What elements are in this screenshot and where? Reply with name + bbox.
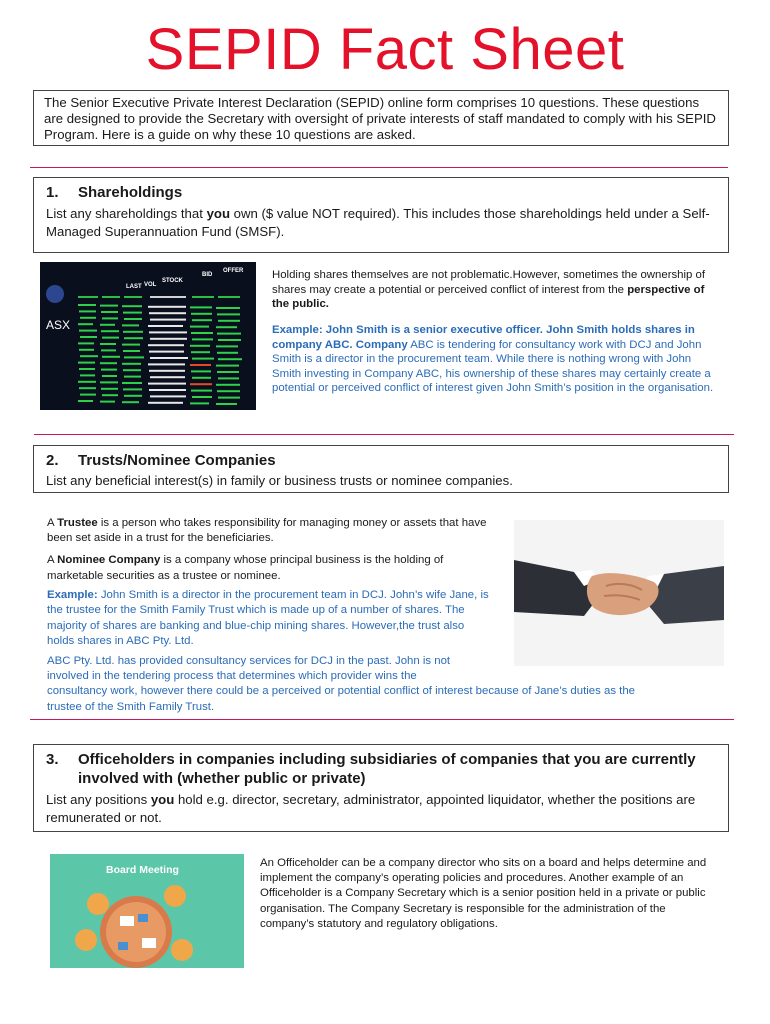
handshake-icon [514,560,724,624]
trustee-definition: A Trustee is a person who takes responsi… [47,516,497,545]
section-title: Officeholders in companies including sub… [78,751,696,787]
trusts-example: Example: John Smith is a director in the… [47,588,492,650]
stock-grid-graphic [46,285,242,405]
explanation-emphasis: perspective of the public. [272,283,705,311]
trusts-followup-c: trustee of the Smith Family Trust. [47,701,215,713]
divider [30,167,728,168]
trusts-followup-a: ABC Pty. Ltd. has provided consultancy s… [47,655,451,683]
board-meeting-image: Board Meeting [50,854,244,968]
section-number: 2. [46,452,59,469]
definition-text: is a person who takes responsibility for… [47,517,487,544]
stock-header-last: LAST [126,284,142,290]
officeholder-explanation: An Officeholder can be a company directo… [260,857,707,930]
description-text: hold e.g. director, secretary, administr… [46,792,696,825]
page-title: SEPID Fact Sheet [145,17,625,82]
board-meeting-label: Board Meeting [106,864,179,876]
section-shareholdings: 1. Shareholdings List any shareholdings … [33,177,729,253]
description-text: List any positions [46,792,151,807]
description-text: List any shareholdings that [46,206,207,221]
divider [34,434,734,435]
definition-text: A [47,517,58,529]
section-description: List any beneficial interest(s) in famil… [46,473,513,488]
explanation-text: Holding shares themselves are not proble… [272,269,706,296]
nominee-definition: A Nominee Company is a company whose pri… [47,552,497,584]
description-text: own ($ value NOT required). This include… [46,206,710,239]
description-emphasis: you [206,206,231,221]
asx-label: ASX [46,318,71,332]
definition-text: A [47,554,58,566]
example-lead: Example: [47,589,98,601]
example-text: ABC is tendering for consultancy work wi… [272,338,714,395]
stock-header-bid: BID [202,272,213,278]
definition-term: Nominee Company [57,554,161,566]
stock-header-stock: STOCK [162,278,183,284]
divider [30,719,734,720]
definition-text: is a company whose principal business is… [47,554,444,582]
definition-term: Trustee [57,517,98,529]
meeting-table-icon [75,885,193,968]
example-lead: Example: John Smith is a senior executiv… [272,324,695,351]
section-title: Shareholdings [78,184,183,201]
section-description: List any positions you hold e.g. directo… [46,791,716,827]
section-heading: 1. Shareholdings [46,183,716,202]
intro-text: The Senior Executive Private Interest De… [44,95,716,142]
stock-header-offer: OFFER [223,268,244,274]
section-description: List any shareholdings that you own ($ v… [46,205,716,241]
description-emphasis: you [150,792,175,807]
stock-header-vol: VOL [144,282,157,288]
section-heading: 2. Trusts/Nominee Companies [46,451,716,470]
section-officeholders: 3. Officeholders in companies including … [33,744,729,832]
section-trusts: 2. Trusts/Nominee Companies List any ben… [33,445,729,493]
section-title: Trusts/Nominee Companies [78,452,276,469]
trusts-followup-b: consultancy work, however there could be… [47,685,636,697]
example-text: John Smith is a director in the procurem… [47,589,489,648]
intro-box: The Senior Executive Private Interest De… [33,90,729,146]
section-number: 1. [46,184,59,201]
section-number: 3. [46,751,59,768]
shareholdings-example: Example: John Smith is a senior executiv… [272,323,717,396]
stock-board-image: BID OFFER STOCK LAST VOL ASX [40,262,256,410]
handshake-image [514,520,724,666]
shareholdings-explanation: Holding shares themselves are not proble… [272,268,712,312]
section-heading: 3. Officeholders in companies including … [46,750,716,788]
